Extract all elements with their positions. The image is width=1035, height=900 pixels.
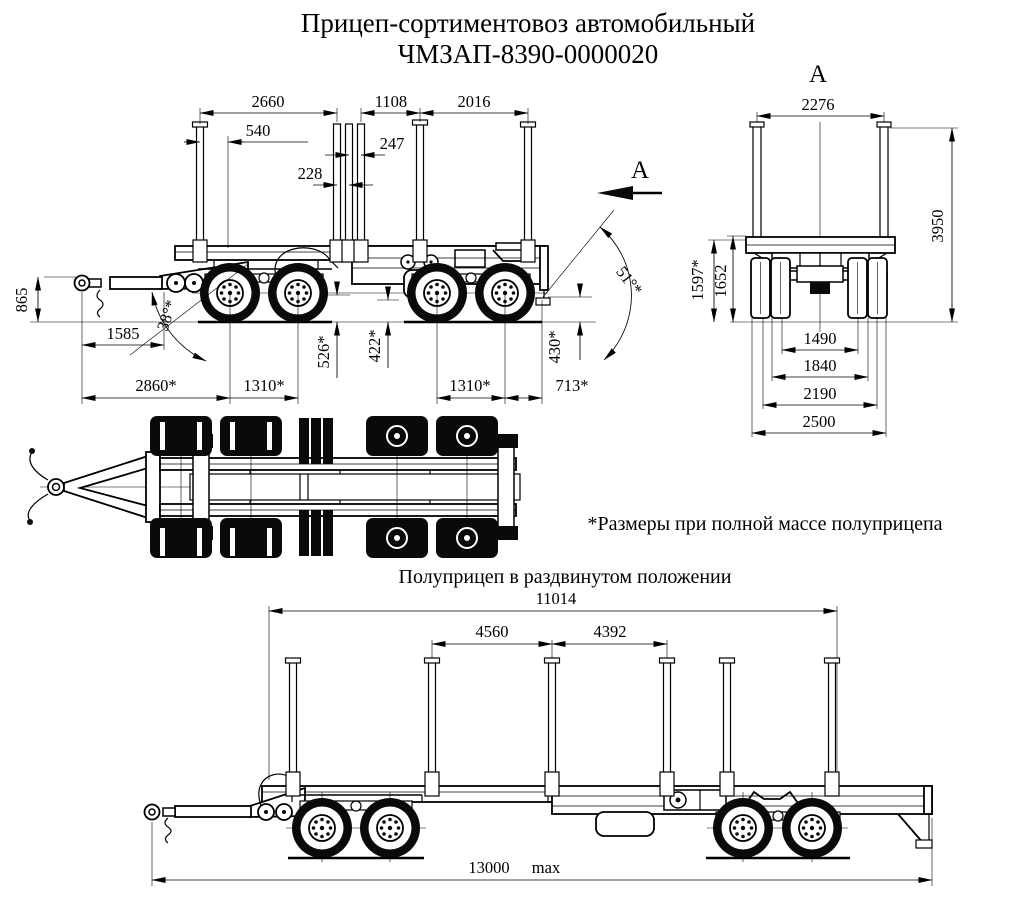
stake <box>547 661 557 787</box>
side-bottom-dims: 865 38°* 1585 2860* 1310* 526* <box>12 209 646 404</box>
view-arrow-label: А <box>631 157 649 184</box>
dim-713: 713* <box>556 376 589 395</box>
dim-430: 430* <box>545 331 564 364</box>
drawbar-eye <box>47 478 65 496</box>
stake <box>523 125 533 247</box>
stake <box>752 125 762 241</box>
wheel <box>150 416 212 456</box>
dim-3950: 3950 <box>928 210 947 243</box>
plan-view <box>27 416 521 558</box>
dim-1310-front: 1310* <box>243 376 284 395</box>
dim-13000-max-suffix: max <box>532 858 561 877</box>
asterisk-note: *Размеры при полной массе полуприцепа <box>587 513 942 535</box>
dim-1490: 1490 <box>804 329 837 348</box>
stake <box>722 661 732 787</box>
extended-view: Полуприцеп в раздвинутом положении 11014… <box>143 566 933 886</box>
title-line1: Прицеп-сортиментовоз автомобильный <box>301 8 755 38</box>
extended-view-title: Полуприцеп в раздвинутом положении <box>399 566 732 588</box>
dim-2190: 2190 <box>804 384 837 403</box>
dim-540: 540 <box>246 121 271 140</box>
dim-1310-rear: 1310* <box>449 376 490 395</box>
wheel <box>713 798 773 858</box>
dim-2016: 2016 <box>458 92 491 111</box>
side-top-dims: 2660 1108 2016 540 247 228 <box>184 92 529 248</box>
dim-2860: 2860* <box>135 376 176 395</box>
drawing-title: Прицеп-сортиментовоз автомобильный ЧМЗАП… <box>301 8 755 69</box>
side-view: 2660 1108 2016 540 247 228 865 <box>12 92 662 404</box>
wheel <box>292 798 352 858</box>
dim-1597: 1597* <box>688 259 707 300</box>
coiled-cable <box>164 817 172 844</box>
air-tank <box>595 811 655 837</box>
extended-wheels <box>286 792 848 862</box>
wheel <box>150 518 212 558</box>
dim-526: 526* <box>314 336 333 369</box>
drawbar-eye <box>73 274 91 292</box>
dim-2500: 2500 <box>803 412 836 431</box>
dim-2660: 2660 <box>252 92 285 111</box>
dim-1108: 1108 <box>375 92 407 111</box>
folded-stakes <box>299 418 333 556</box>
wheel <box>782 798 842 858</box>
wheel <box>220 518 282 558</box>
title-line2: ЧМЗАП-8390-0000020 <box>398 39 659 69</box>
stake <box>879 125 889 241</box>
stake <box>662 661 672 787</box>
dim-228: 228 <box>298 164 323 183</box>
drawbar-eye <box>143 803 161 821</box>
stake <box>827 661 837 787</box>
dim-4392: 4392 <box>594 622 627 641</box>
dim-2276: 2276 <box>802 95 835 114</box>
bunk-saddle <box>743 790 801 807</box>
dim-11014: 11014 <box>536 589 577 608</box>
stake <box>415 123 425 247</box>
extended-stakes <box>284 657 841 797</box>
direction-arrowhead <box>597 186 633 200</box>
rear-view-label: А <box>809 61 827 88</box>
plan-wheels <box>150 416 498 558</box>
dim-1652: 1652 <box>711 265 730 298</box>
view-direction-arrow: А <box>597 157 662 200</box>
coiled-cable <box>96 289 104 318</box>
dim-4560: 4560 <box>476 622 509 641</box>
stake <box>288 661 298 787</box>
stake <box>195 125 205 247</box>
dim-1585: 1585 <box>107 324 140 343</box>
dim-angle-38: 38°* <box>153 297 181 333</box>
dim-247: 247 <box>380 134 405 153</box>
hose-loop <box>274 247 331 283</box>
wheel <box>360 798 420 858</box>
rear-width-dims: 1490 1840 2190 2500 <box>751 318 887 437</box>
rear-wheels <box>750 257 888 319</box>
dim-422: 422* <box>365 330 384 363</box>
dim-13000: 13000 <box>468 858 509 877</box>
dim-865: 865 <box>12 288 31 313</box>
stake <box>427 661 437 787</box>
rear-view: А 2276 <box>688 61 958 437</box>
dim-angle-51: 51°* <box>612 262 646 298</box>
side-stakes <box>191 119 537 263</box>
wheel <box>220 416 282 456</box>
dim-1840: 1840 <box>804 356 837 375</box>
